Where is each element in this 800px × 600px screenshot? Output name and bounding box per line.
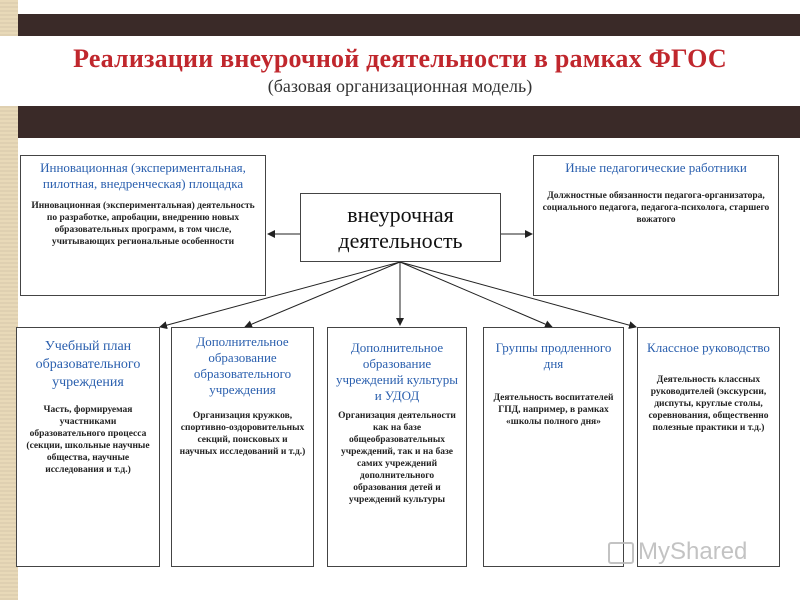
center-line-1: внеурочная [347, 202, 454, 227]
header-band-top [18, 14, 800, 36]
watermark: MyShared [608, 538, 747, 566]
box-description: Организация деятельности как на базе общ… [338, 411, 456, 505]
box-description: Деятельность воспитателей ГПД, например,… [493, 393, 614, 427]
box-heading: Учебный план образовательного учреждения [35, 339, 141, 390]
box-additional-education-school: Дополнительное образование образовательн… [171, 327, 314, 567]
box-extended-day-groups: Группы продленного дня Деятельность восп… [483, 327, 624, 567]
arrow-to-box-1 [159, 261, 401, 330]
box-heading: Дополнительное образование образовательн… [193, 334, 292, 397]
box-heading: Классное руководство [647, 340, 770, 355]
box-heading: Группы продленного дня [495, 340, 612, 371]
box-curriculum: Учебный план образовательного учреждения… [16, 327, 160, 567]
box-innovation-site: Инновационная (экспериментальная, пилотн… [20, 155, 266, 296]
arrow-to-box-2 [244, 261, 401, 328]
presentation-icon [608, 541, 634, 564]
slide-title: Реализации внеурочной деятельности в рам… [73, 44, 727, 73]
box-description: Организация кружков, спортивно-оздоровит… [179, 411, 306, 457]
box-description: Должностные обязанности педагога-организ… [542, 191, 770, 225]
box-description: Инновационная (экспериментальная) деятел… [31, 201, 255, 247]
arrow-to-box-4 [399, 261, 553, 328]
center-box-extracurricular: внеурочная деятельность [300, 193, 501, 262]
header-band-bottom [18, 106, 800, 138]
slide-subtitle: (базовая организационная модель) [267, 76, 533, 96]
box-heading: Иные педагогические работники [565, 160, 747, 175]
box-description: Часть, формируемая участниками образоват… [26, 405, 150, 475]
title-area: Реализации внеурочной деятельности в рам… [0, 36, 800, 106]
center-line-2: деятельность [338, 228, 463, 253]
box-description: Деятельность классных руководителей (экс… [648, 375, 769, 433]
box-class-management: Классное руководство Деятельность классн… [637, 327, 780, 567]
box-heading: Инновационная (экспериментальная, пилотн… [40, 160, 246, 191]
box-heading: Дополнительное образование учреждений ку… [335, 340, 459, 403]
box-other-teachers: Иные педагогические работники Должностны… [533, 155, 779, 296]
decorative-side-stripe [0, 0, 18, 600]
arrow-to-box-5 [399, 261, 637, 329]
box-additional-education-culture: Дополнительное образование учреждений ку… [327, 327, 467, 567]
watermark-text: MyShared [638, 538, 748, 565]
